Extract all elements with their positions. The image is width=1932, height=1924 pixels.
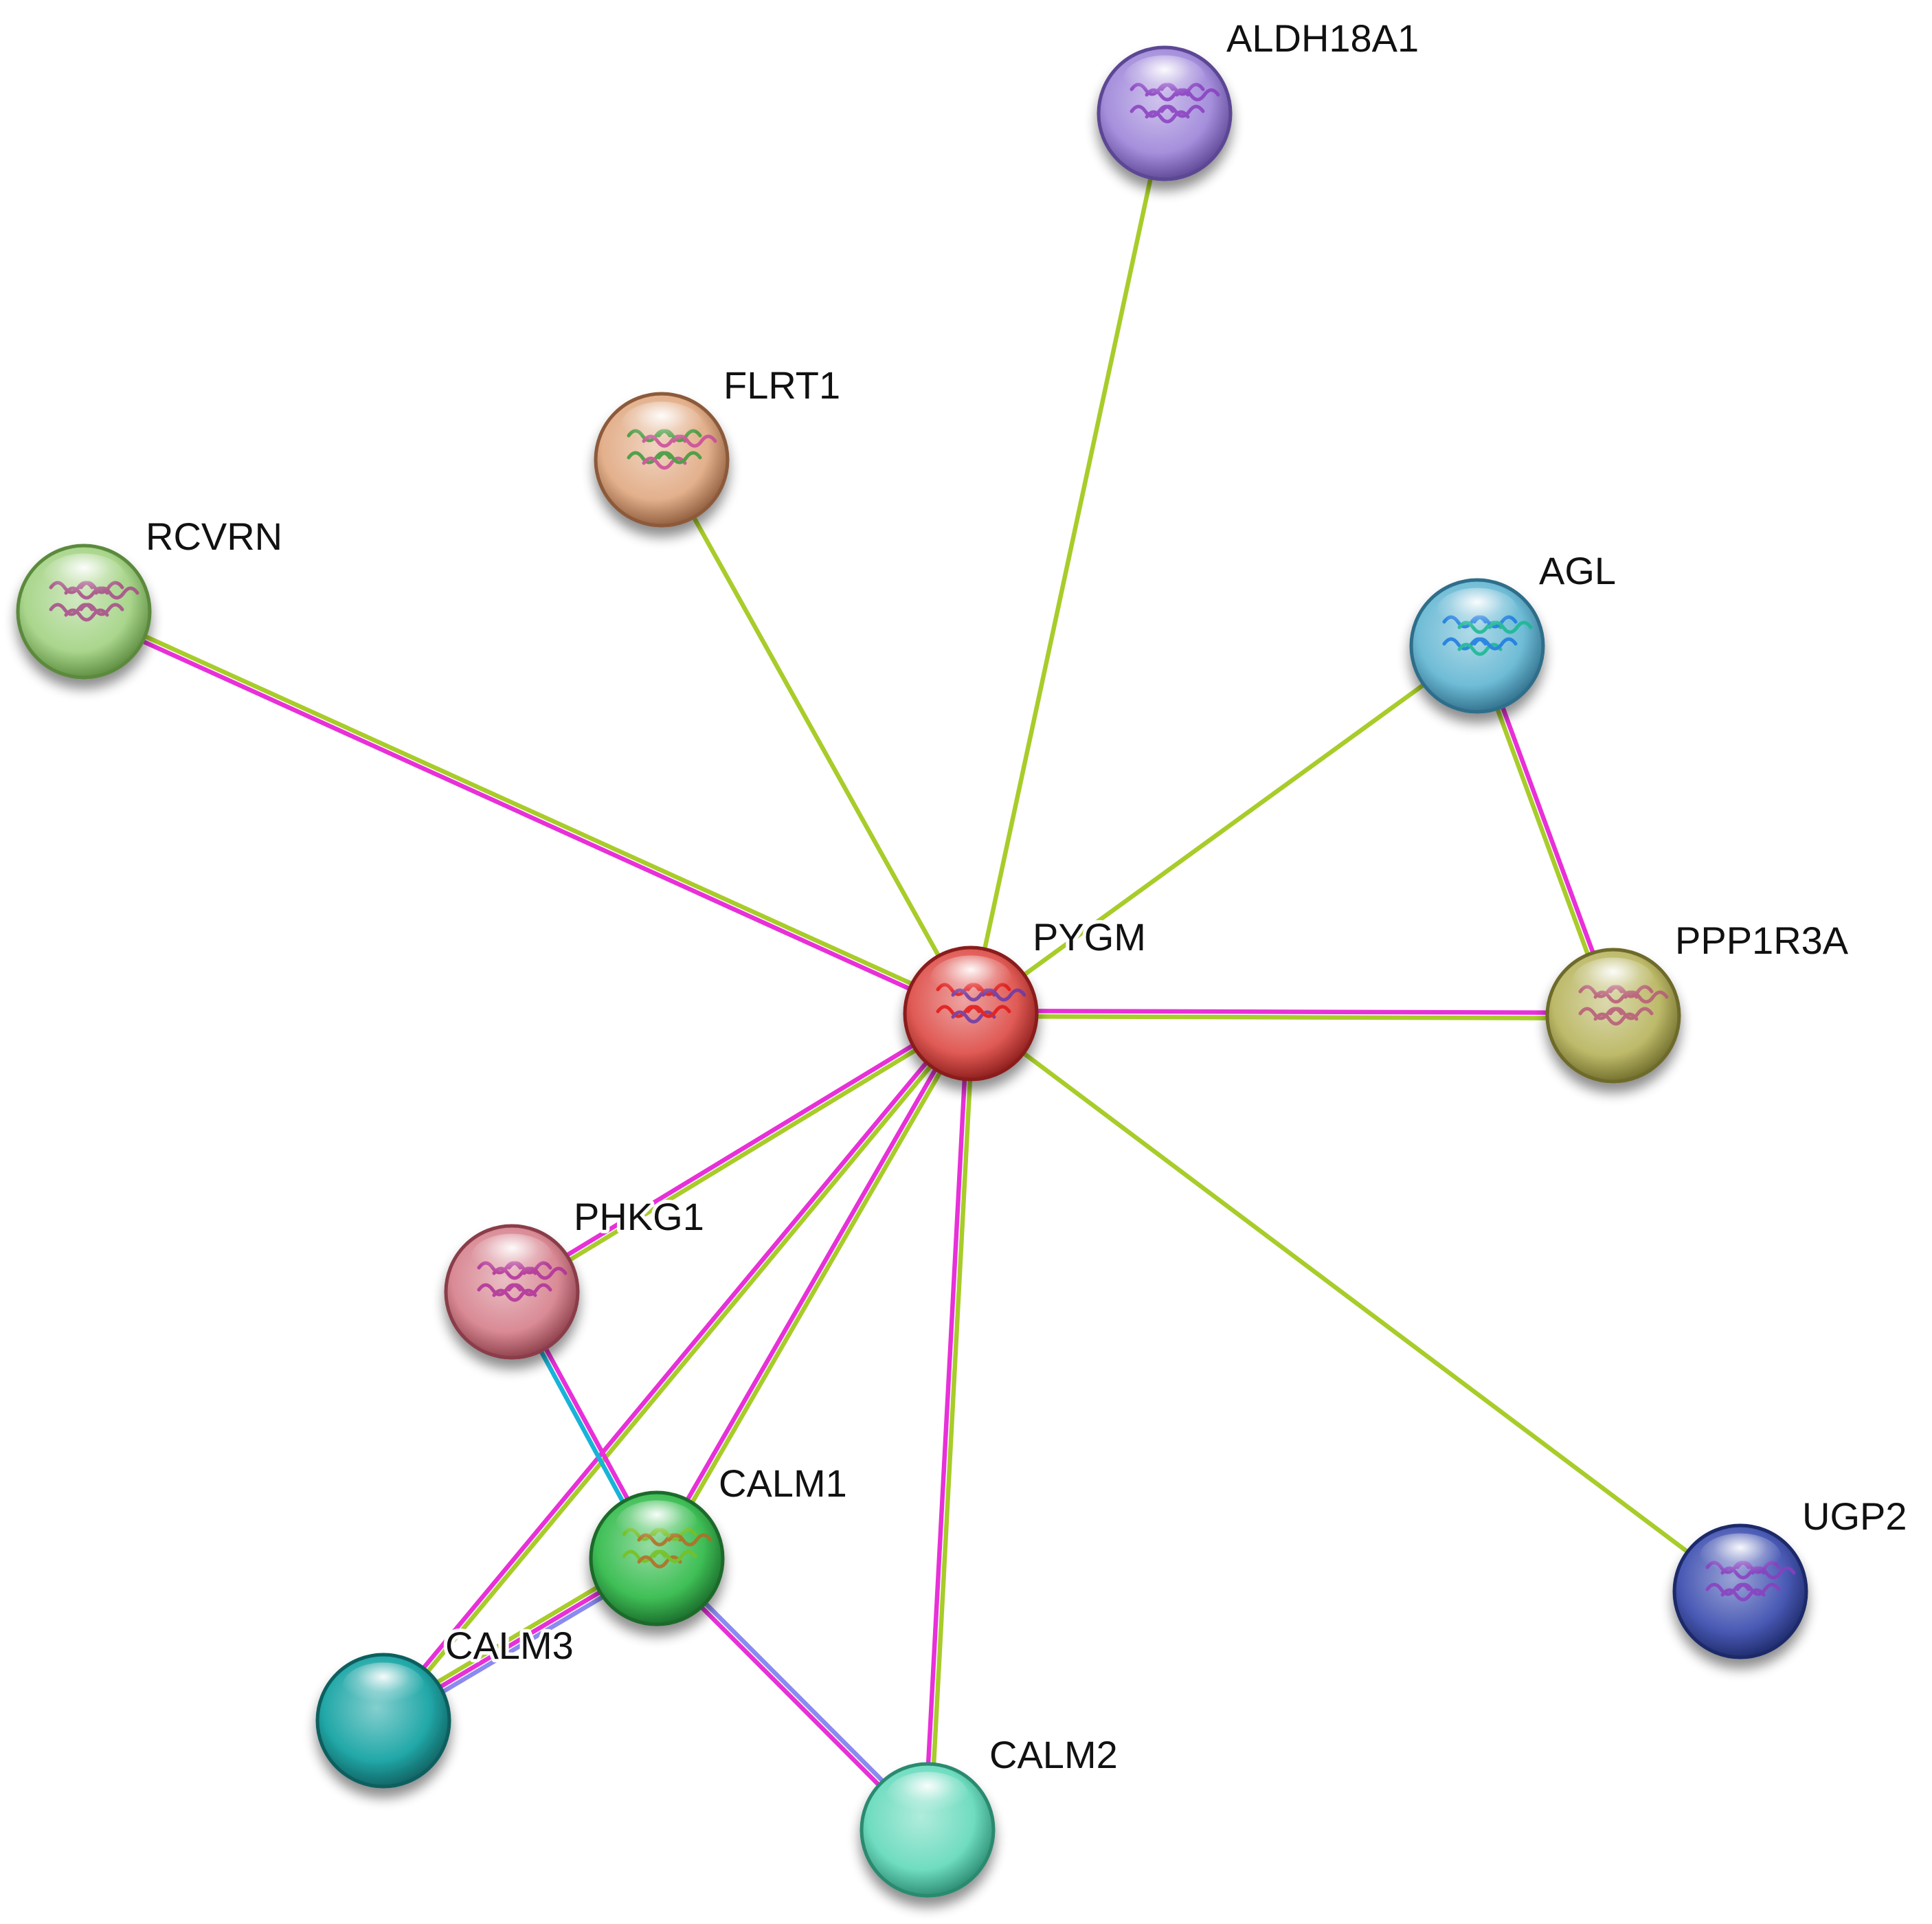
node-agl[interactable]: AGL xyxy=(1409,546,1619,714)
node-flrt1[interactable]: FLRT1 xyxy=(594,360,844,528)
node-label: AGL xyxy=(1539,549,1616,592)
edge-pygm-flrt1[interactable] xyxy=(659,457,974,1016)
edge-evidence-line xyxy=(80,612,972,1018)
node-label: CALM3 xyxy=(445,1624,574,1667)
edges-layer xyxy=(80,111,1743,1835)
node-aldh18a1[interactable]: ALDH18A1 xyxy=(1097,13,1422,181)
node-gloss-highlight xyxy=(1699,1533,1782,1581)
node-calm1[interactable]: CALM1 xyxy=(589,1458,851,1626)
node-rcvrn[interactable]: RCVRN xyxy=(16,511,286,680)
node-label: PPP1R3A xyxy=(1675,919,1849,962)
edge-evidence-line xyxy=(968,643,1480,1016)
node-label: RCVRN xyxy=(146,515,282,558)
node-gloss-highlight xyxy=(1436,588,1518,636)
edge-evidence-line xyxy=(657,1012,976,1563)
node-label: UGP2 xyxy=(1802,1495,1907,1538)
node-pygm[interactable]: PYGM xyxy=(903,912,1149,1082)
edge-evidence-line xyxy=(659,457,974,1016)
node-phkg1[interactable]: PHKG1 xyxy=(444,1192,708,1360)
node-gloss-highlight xyxy=(886,1771,969,1820)
node-label: FLRT1 xyxy=(723,363,840,407)
edge-pygm-aldh18a1[interactable] xyxy=(968,111,1167,1016)
edge-pygm-calm2[interactable] xyxy=(922,1011,976,1833)
node-ugp2[interactable]: UGP2 xyxy=(1672,1491,1911,1659)
edge-pygm-agl[interactable] xyxy=(968,643,1480,1016)
edge-pygm-calm1[interactable] xyxy=(652,1009,976,1563)
edge-evidence-line xyxy=(383,1013,976,1725)
node-calm3[interactable]: CALM3 xyxy=(315,1620,577,1789)
node-label: PHKG1 xyxy=(574,1195,704,1238)
edge-evidence-line xyxy=(968,111,1167,1016)
edge-evidence-line xyxy=(379,1009,971,1721)
node-gloss-highlight xyxy=(930,955,1012,1003)
node-label: CALM2 xyxy=(989,1733,1118,1776)
node-gloss-highlight xyxy=(471,1233,553,1282)
node-label: PYGM xyxy=(1033,915,1146,959)
node-calm2[interactable]: CALM2 xyxy=(860,1730,1121,1898)
edge-pygm-ugp2[interactable] xyxy=(968,1011,1743,1594)
node-gloss-highlight xyxy=(43,553,125,601)
node-gloss-highlight xyxy=(1123,55,1206,103)
node-ppp1r3a[interactable]: PPP1R3A xyxy=(1545,915,1852,1084)
node-gloss-highlight xyxy=(620,401,703,449)
edge-evidence-line xyxy=(652,1009,971,1560)
node-gloss-highlight xyxy=(616,1500,698,1548)
node-label: CALM1 xyxy=(719,1462,847,1505)
edge-evidence-line xyxy=(508,1009,972,1292)
edge-pygm-phkg1[interactable] xyxy=(508,1009,975,1297)
edge-evidence-line xyxy=(968,1014,1616,1021)
node-gloss-highlight xyxy=(342,1662,425,1710)
edge-evidence-line xyxy=(510,1014,975,1297)
edge-evidence-line xyxy=(968,1011,1743,1594)
node-gloss-highlight xyxy=(1572,957,1654,1005)
edge-evidence-line xyxy=(922,1011,971,1833)
edge-evidence-line xyxy=(968,1008,1616,1016)
edge-evidence-line xyxy=(82,607,974,1014)
node-label: ALDH18A1 xyxy=(1226,16,1419,60)
edge-pygm-calm3[interactable] xyxy=(379,1009,976,1725)
edge-pygm-rcvrn[interactable] xyxy=(80,607,974,1018)
edge-pygm-ppp1r3a[interactable] xyxy=(968,1008,1616,1021)
edge-evidence-line xyxy=(928,1011,976,1833)
